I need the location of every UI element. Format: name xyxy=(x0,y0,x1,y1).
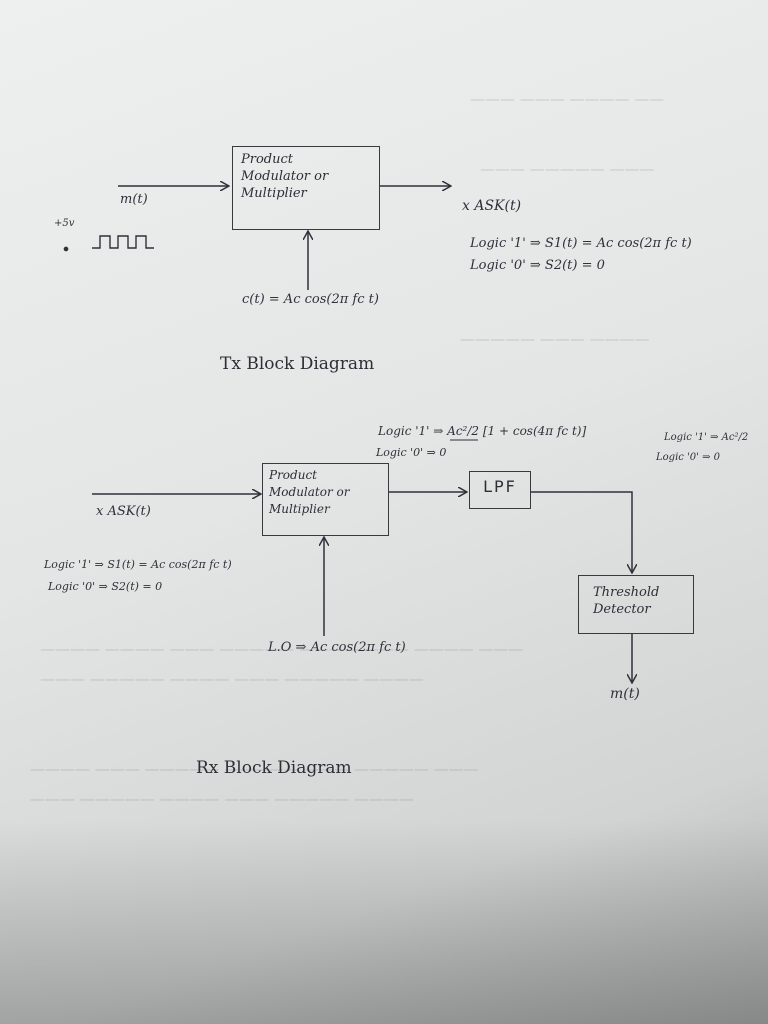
tx-logic-0: Logic '0' ⇒ S2(t) = 0 xyxy=(470,258,605,273)
rx-output-signal: m(t) xyxy=(610,686,640,702)
bleed-through: ————— ——— ———— xyxy=(460,330,650,348)
bleed-through: ———— ———— ——— ————— ———— ——— ———— ——— xyxy=(40,640,524,658)
tx-diagram-title: Tx Block Diagram xyxy=(220,354,375,374)
rx-lpf-to-detector-wire xyxy=(531,491,632,572)
rx-product-modulator-box: Product Modulator or Multiplier xyxy=(262,463,389,536)
square-wave-icon xyxy=(92,235,154,249)
lpf-label: LPF xyxy=(483,477,517,496)
rx-lo-label: L.O ⇒ Ac cos(2π fc t) xyxy=(268,640,406,655)
tx-output-signal: x ASK(t) xyxy=(462,198,522,214)
rx-input-logic-1: Logic '1' ⇒ S1(t) = Ac cos(2π fc t) xyxy=(44,558,232,571)
bleed-through: ———— ——— ————— ————— ——— ————— ——— xyxy=(30,760,479,778)
tx-logic-1: Logic '1' ⇒ S1(t) = Ac cos(2π fc t) xyxy=(470,236,692,251)
bleed-through: ——— ————— ———— ——— ————— ———— xyxy=(30,790,414,808)
detector-label: Threshold Detector xyxy=(593,585,660,617)
bleed-through: ——— ————— ———— ——— ————— ———— xyxy=(40,670,424,688)
ground-dot xyxy=(63,246,69,252)
bleed-through: ——— ————— ——— xyxy=(480,160,655,178)
tx-modulator-label: Product Modulator or Multiplier xyxy=(241,152,329,201)
tx-product-modulator-box: Product Modulator or Multiplier xyxy=(232,146,380,230)
tx-input-amplitude: +5v xyxy=(54,218,75,229)
rx-lpf-logic-1: Logic '1' ⇒ Ac²/2 xyxy=(664,432,749,443)
lpf-box: LPF xyxy=(469,471,531,509)
rx-input-signal: x ASK(t) xyxy=(96,504,151,519)
tx-input-signal: m(t) xyxy=(120,192,148,207)
bleed-through: ——— ——— ———— —— xyxy=(470,90,665,108)
rx-diagram-title: Rx Block Diagram xyxy=(196,758,352,778)
threshold-detector-box: Threshold Detector xyxy=(578,575,694,634)
rx-lpf-logic-0: Logic '0' ⇒ 0 xyxy=(656,452,720,463)
page-shadow xyxy=(0,820,768,1024)
rx-product-logic-0: Logic '0' ⇒ 0 xyxy=(376,446,447,459)
rx-modulator-label: Product Modulator or Multiplier xyxy=(269,468,350,516)
rx-input-logic-0: Logic '0' ⇒ S2(t) = 0 xyxy=(48,580,163,593)
rx-product-logic-1: Logic '1' ⇒ Ac²/2 [1 + cos(4π fc t)] xyxy=(378,424,587,438)
tx-carrier-label: c(t) = Ac cos(2π fc t) xyxy=(242,292,379,307)
